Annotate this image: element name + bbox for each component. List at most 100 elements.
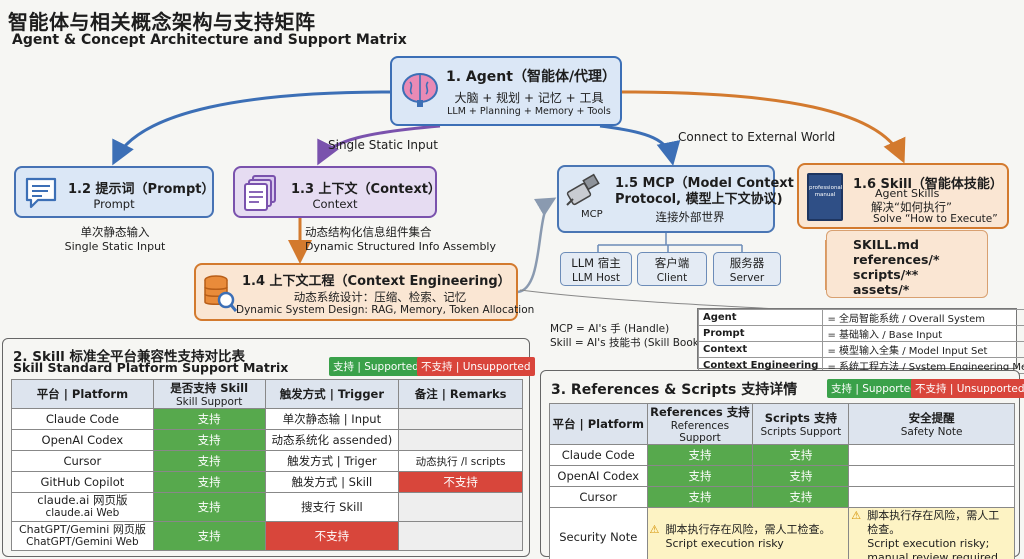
context-engineering-line1: 动态系统设计：压缩、检索、记忆	[293, 290, 467, 304]
mcp-subtitle: 连接外部世界	[655, 210, 725, 224]
legend-row: Agent= 全局智能系统 / Overall System	[697, 309, 1024, 326]
warning-icon: ⚠	[851, 508, 862, 522]
arrow-engineering-to-mcp	[517, 197, 557, 294]
mcp-role-server-en: Server	[729, 272, 765, 284]
table-row: Claude Code 支持 支持	[549, 444, 1015, 466]
mcp-role-host-en: LLM Host	[571, 272, 620, 284]
cell-references: 支持	[646, 444, 754, 466]
col-header-trigger: 触发方式 | Trigger	[264, 379, 400, 409]
skill-title: 1.6 Skill（智能体技能）	[853, 177, 1003, 192]
legend-row: Context= 模型输入全集 / Model Input Set	[697, 341, 1024, 358]
cell-platform: Claude Code	[11, 408, 154, 430]
cell-trigger: 触发方式 | Triger	[264, 450, 400, 472]
mcp-role-client-zh: 客户端	[654, 256, 690, 270]
legend-value: = 模型输入全集 / Model Input Set	[822, 341, 1024, 358]
skill-node: professional manual 1.6 Skill（智能体技能） Age…	[797, 163, 1009, 229]
ref-scripts-title: 3. References & Scripts 支持详情	[551, 382, 798, 398]
cell-trigger: 触发方式 | Skill	[264, 471, 400, 493]
mcp-icon-label: MCP	[581, 209, 603, 220]
mcp-role-client-en: Client	[656, 272, 688, 284]
cell-platform: Cursor	[549, 486, 648, 508]
cell-platform: OpenAI Codex	[11, 429, 154, 451]
mcp-title-line2: Protocol, 模型上下文协议)	[615, 192, 783, 207]
supported-tag: 支持 | Supported	[329, 357, 423, 376]
skill-file-scripts: scripts/**	[853, 267, 919, 282]
cell-support: 支持	[152, 450, 266, 472]
usb-plug-icon	[566, 173, 600, 206]
context-title: 1.3 上下文（Context）	[291, 182, 441, 197]
skill-line3: Solve “How to Execute”	[873, 213, 998, 225]
table-row: Cursor 支持 支持	[549, 486, 1015, 508]
cell-scripts: 支持	[752, 465, 850, 487]
cell-trigger: 搜支行 Skill	[264, 492, 400, 522]
prompt-caption-zh: 单次静态输入	[80, 225, 150, 239]
page-title-en: Agent & Concept Architecture and Support…	[12, 32, 407, 48]
prompt-caption-en: Single Static Input	[64, 240, 166, 253]
cell-platform: OpenAI Codex	[549, 465, 648, 487]
cell-trigger: 动态系统化 assended)	[264, 429, 400, 451]
warning-icon: ⚠	[649, 522, 660, 536]
support-matrix-panel: 2. Skill 标准全平台兼容性支持对比表 Skill Standard Pl…	[2, 338, 535, 557]
legend-value: = 全局智能系统 / Overall System	[822, 309, 1024, 326]
mcp-role-server: 服务器 Server	[713, 252, 781, 286]
prompt-node: 1.2 提示词（Prompt） Prompt	[14, 166, 215, 218]
concept-legend: Agent= 全局智能系统 / Overall System Prompt= 基…	[697, 308, 1024, 374]
cell-safety	[848, 486, 1015, 508]
skill-file-list: SKILL.md references/* scripts/** assets/…	[826, 230, 988, 298]
col-header-platform: 平台 | Platform	[11, 379, 154, 409]
mcp-note-line2: Skill = AI's 技能书 (Skill Book)	[550, 337, 703, 349]
legend-key: Prompt	[697, 325, 824, 342]
cell-remarks	[398, 429, 523, 451]
legend-key: Agent	[697, 309, 824, 326]
mcp-role-client: 客户端 Client	[637, 252, 707, 286]
unsupported-tag: 不支持 | Unsupported	[911, 379, 1024, 398]
mcp-role-server-zh: 服务器	[729, 256, 765, 270]
support-matrix-title-en: Skill Standard Platform Support Matrix	[13, 360, 289, 375]
mcp-note-line1: MCP = AI's 手 (Handle)	[550, 323, 670, 335]
cell-support: 支持	[152, 429, 266, 451]
arrow-agent-to-mcp	[599, 124, 681, 166]
supported-tag: 支持 | Supported	[827, 379, 921, 398]
skill-book-icon: professional manual	[807, 173, 843, 221]
agent-line2: LLM + Planning + Memory + Tools	[447, 106, 611, 117]
cell-scripts: 支持	[752, 444, 850, 466]
mcp-role-host-zh: LLM 宿主	[571, 256, 621, 270]
agent-node: 1. Agent（智能体/代理） 大脑 + 规划 + 记忆 + 工具 LLM +…	[390, 56, 622, 126]
database-search-icon	[204, 275, 238, 312]
cell-platform: Security Note	[549, 507, 648, 559]
mcp-node: MCP 1.5 MCP（Model Context Protocol, 模型上下…	[557, 165, 794, 233]
context-node: 1.3 上下文（Context） Context	[233, 166, 441, 218]
page-title-zh: 智能体与相关概念架构与支持矩阵	[8, 10, 316, 34]
brain-icon	[402, 73, 438, 107]
skill-line2: 解决“如何执行”	[871, 200, 952, 214]
cell-safety	[848, 444, 1015, 466]
cell-platform: Claude Code	[549, 444, 648, 466]
col-header-platform: 平台 | Platform	[549, 403, 648, 445]
legend-pointer-line	[519, 289, 801, 311]
cell-trigger: 单次静态输 | Input	[264, 408, 400, 430]
security-note-scripts: ⚠脚本执行存在风险，需人工检查。Script execution risky	[646, 507, 850, 559]
legend-row: Prompt= 基础输入 / Base Input	[697, 325, 1024, 342]
security-note-safety: ⚠脚本执行存在风险，需人工检查。Script execution risky; …	[848, 507, 1015, 559]
context-engineering-title: 1.4 上下文工程（Context Engineering）	[242, 274, 511, 289]
table-row: Claude Code 支持 单次静态输 | Input	[11, 408, 523, 430]
table-row: Cursor 支持 触发方式 | Triger 动态执行 /l scripts	[11, 450, 523, 472]
prompt-subtitle: Prompt	[93, 197, 135, 211]
table-row: Security Note ⚠脚本执行存在风险，需人工检查。Script exe…	[549, 507, 1015, 559]
ref-scripts-panel: 3. References & Scripts 支持详情 支持 | Suppor…	[540, 370, 1024, 559]
prompt-title: 1.2 提示词（Prompt）	[68, 182, 215, 197]
col-header-remarks: 备注 | Remarks	[398, 379, 523, 409]
context-subtitle: Context	[312, 197, 358, 211]
table-row: OpenAI Codex 支持 支持	[549, 465, 1015, 487]
arrow-agent-to-skill	[621, 90, 906, 164]
cell-support: 支持	[152, 492, 266, 522]
legend-key: Context	[697, 341, 824, 358]
skill-line1: Agent Skills	[875, 187, 940, 200]
